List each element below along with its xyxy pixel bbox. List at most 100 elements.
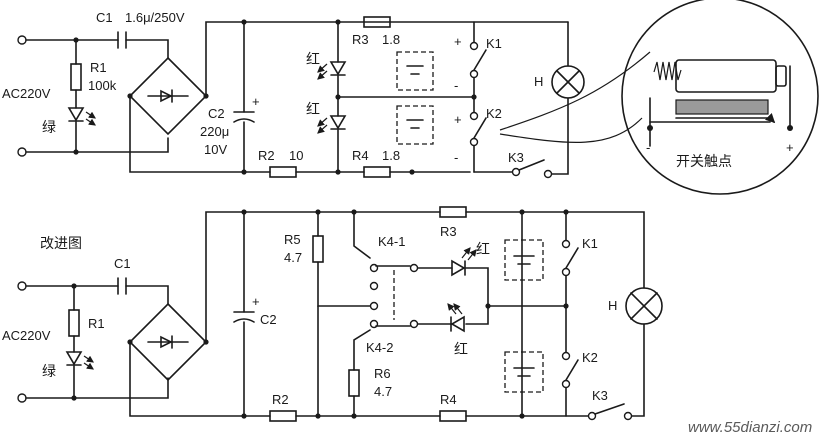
top-minus-2: -	[454, 150, 458, 165]
top-k3-label: K3	[508, 150, 524, 165]
bottom-k2-label: K2	[582, 350, 598, 365]
bottom-red-led-1	[451, 247, 477, 277]
bottom-k3-switch	[594, 403, 625, 415]
bottom-lamp	[625, 287, 663, 325]
top-c1-capacitor	[117, 31, 127, 49]
top-r3-resistor	[363, 16, 391, 28]
bottom-r4-resistor	[439, 410, 467, 422]
bottom-positive-rail	[205, 211, 645, 343]
watermark: www.55dianzi.com	[688, 419, 812, 436]
switch-contact-inset: - + 开关触点	[621, 0, 819, 195]
top-r4-label: R4	[352, 148, 369, 163]
svg-text:+: +	[252, 294, 260, 309]
top-ac-label: AC220V	[2, 86, 51, 101]
inset-plus-label: +	[786, 140, 794, 155]
top-r4-resistor	[363, 166, 391, 178]
top-c1-label: C1	[96, 10, 113, 25]
bottom-lamp-label: H	[608, 298, 617, 313]
bottom-bridge-rectifier	[128, 302, 208, 382]
top-r3-value: 1.8	[382, 32, 400, 47]
bottom-r1-resistor	[68, 309, 80, 337]
top-red-label-2: 红	[306, 102, 320, 118]
top-r4-value: 1.8	[382, 148, 400, 163]
bottom-circuit: 改进图 C1 R1 AC220V 绿	[2, 206, 663, 422]
bottom-k1-switch	[565, 247, 579, 269]
top-k2-label: K2	[486, 106, 502, 121]
bottom-title: 改进图	[40, 236, 82, 252]
bottom-k3-label: K3	[592, 388, 608, 403]
top-minus-1: -	[454, 78, 458, 93]
inset-leader-1	[499, 51, 651, 131]
top-positive-rail	[205, 21, 569, 97]
top-lamp-label: H	[534, 74, 543, 89]
bottom-ac-label: AC220V	[2, 328, 51, 343]
top-k2-switch	[473, 117, 487, 139]
top-red-led-1	[317, 61, 347, 80]
top-k1-switch	[473, 49, 487, 71]
bottom-battery-2	[504, 351, 544, 393]
top-red-label-1: 红	[306, 52, 320, 68]
top-negative-rail	[129, 95, 471, 173]
inset-minus-label: -	[646, 140, 650, 155]
top-plus-2: +	[454, 112, 462, 127]
bottom-c2-label: C2	[260, 312, 277, 327]
top-r2-label: R2	[258, 148, 275, 163]
top-r3-label: R3	[352, 32, 369, 47]
top-c2-value2: 10V	[204, 142, 227, 157]
bottom-red-label-2: 红	[454, 342, 468, 358]
top-r1-label: R1	[90, 60, 107, 75]
inset-caption: 开关触点	[676, 154, 732, 170]
bottom-r2-resistor	[269, 410, 297, 422]
bottom-r6-resistor	[348, 369, 360, 397]
bottom-c2-capacitor	[233, 318, 255, 323]
top-plus-1: +	[454, 34, 462, 49]
bottom-ac-terminal-1	[17, 281, 27, 291]
top-c1-value: 1.6μ/250V	[125, 10, 185, 25]
top-neutral-wire	[25, 137, 169, 153]
top-red-led-2	[317, 115, 347, 134]
top-green-led	[67, 107, 96, 126]
bottom-green-label: 绿	[42, 364, 56, 380]
bottom-green-led	[65, 351, 94, 370]
bottom-c1-label: C1	[114, 256, 131, 271]
bottom-r6-label: R6	[374, 366, 391, 381]
bottom-k42-label: K4-2	[366, 340, 393, 355]
bottom-ac-terminal-2	[17, 393, 27, 403]
top-c2-capacitor	[233, 118, 255, 123]
top-r2-resistor	[269, 166, 297, 178]
bottom-r5-resistor	[312, 235, 324, 263]
bottom-battery-1	[504, 239, 544, 281]
top-line-wire	[25, 39, 169, 59]
top-battery-2	[396, 105, 434, 145]
top-c2-plus: +	[252, 94, 260, 109]
top-ac-terminal-1	[17, 35, 27, 45]
top-ac-terminal-2	[17, 147, 27, 157]
top-r1-value: 100k	[88, 78, 117, 93]
bottom-k1-label: K1	[582, 236, 598, 251]
top-lamp	[551, 65, 585, 99]
top-c2-label: C2	[208, 106, 225, 121]
top-k1-label: K1	[486, 36, 502, 51]
bottom-r4-label: R4	[440, 392, 457, 407]
bottom-r5-label: R5	[284, 232, 301, 247]
bottom-r3-label: R3	[440, 224, 457, 239]
bottom-red-label-1: 红	[476, 242, 490, 258]
top-circuit: C1 1.6μ/250V R1 100k AC220V 绿	[2, 10, 651, 179]
inset-spring	[653, 61, 682, 81]
inset-leader-2	[499, 117, 643, 143]
bottom-r6-value: 4.7	[374, 384, 392, 399]
top-green-label: 绿	[42, 120, 56, 136]
top-battery-1	[396, 51, 434, 91]
top-bridge-rectifier	[128, 56, 208, 136]
bottom-r3-resistor	[439, 206, 467, 218]
top-c2-value1: 220μ	[200, 124, 229, 139]
top-r2-value: 10	[289, 148, 303, 163]
bottom-k2-switch	[565, 359, 579, 381]
bottom-k41-label: K4-1	[378, 234, 405, 249]
bottom-r5-value: 4.7	[284, 250, 302, 265]
bottom-r1-label: R1	[88, 316, 105, 331]
bottom-red-led-2	[447, 303, 465, 333]
top-k3-switch	[518, 159, 545, 171]
